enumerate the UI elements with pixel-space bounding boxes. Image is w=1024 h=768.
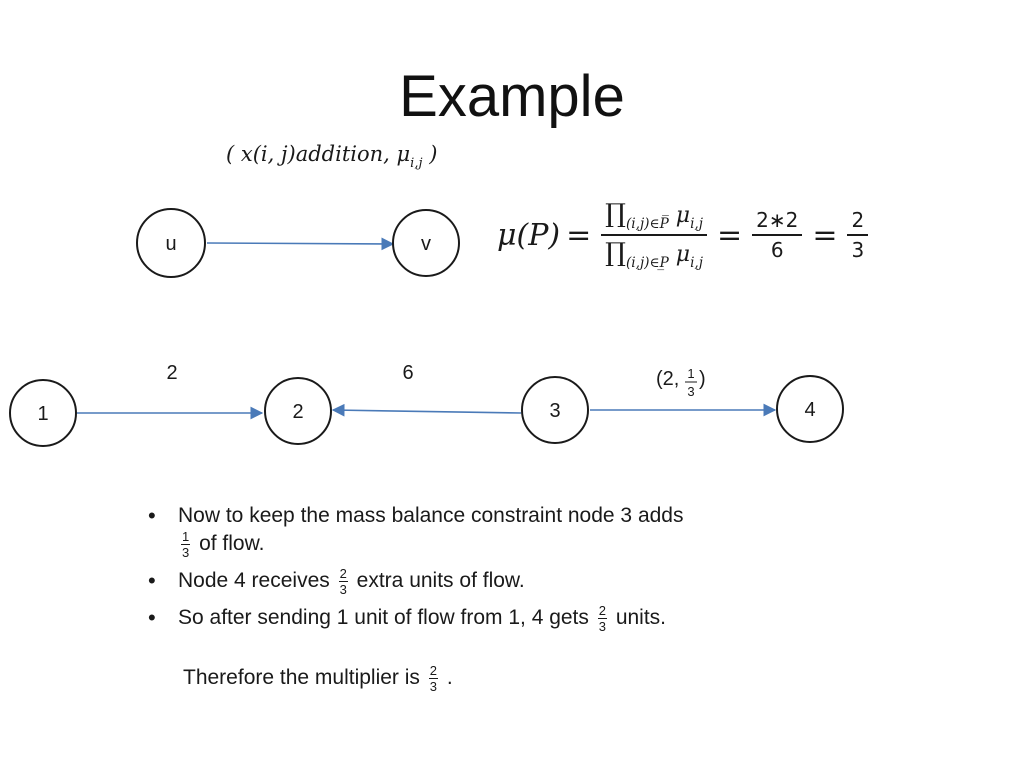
numerator-mu-subscript: i,j bbox=[690, 216, 703, 232]
numeric-denominator: 6 bbox=[770, 238, 784, 262]
product-symbol-numerator: ∏ bbox=[605, 198, 626, 229]
denominator-index: (i,j)∈P̲ bbox=[625, 255, 669, 272]
result-denominator: 3 bbox=[851, 238, 865, 262]
fraction-denominator: 3 bbox=[339, 582, 347, 597]
node-3-circle bbox=[521, 376, 589, 444]
edge-3-4-label-suffix: ) bbox=[699, 368, 706, 390]
formula-denominator: ∏(i,j)∈P̲ μi,j bbox=[601, 236, 707, 271]
node-4-circle bbox=[776, 375, 844, 443]
explanation-bullets: Now to keep the mass balance constraint … bbox=[148, 502, 788, 641]
bullet-text-after: of flow. bbox=[199, 532, 265, 556]
bullet-text-before: So after sending 1 unit of flow from 1, … bbox=[178, 606, 589, 630]
edge-3-2-arrow bbox=[331, 403, 522, 417]
legend-mu: μ bbox=[396, 142, 411, 166]
bullet-text-before: Node 4 receives bbox=[178, 569, 330, 593]
node-3-label: 3 bbox=[549, 400, 560, 422]
numerator-mu: μ bbox=[675, 202, 691, 228]
conclusion-text-after: . bbox=[446, 666, 453, 690]
formula-numerator: ∏(i,j)∈P̅ μi,j bbox=[601, 199, 707, 236]
bullet-text-after: extra units of flow. bbox=[356, 569, 525, 593]
node-4-label: 4 bbox=[804, 399, 815, 421]
node-1-circle bbox=[9, 379, 77, 447]
bullet-item: Node 4 receives 23 extra units of flow. bbox=[148, 567, 788, 596]
bullet-item: Now to keep the mass balance constraint … bbox=[148, 502, 788, 559]
node-u-circle bbox=[136, 208, 206, 278]
formula-result-fraction: 2 3 bbox=[847, 208, 869, 262]
edge-1-2-label: 2 bbox=[166, 362, 177, 384]
path-multiplier-formula: μ(P) = ∏(i,j)∈P̅ μi,j ∏(i,j)∈P̲ μi,j = 2… bbox=[497, 190, 872, 280]
node-1-label: 1 bbox=[37, 403, 48, 425]
formula-equals-2: = bbox=[716, 217, 743, 253]
fraction-numerator: 2 bbox=[597, 603, 607, 619]
edge-3-4-label: (2, 1 3 ) bbox=[656, 366, 706, 399]
node-1: 1 bbox=[9, 379, 77, 447]
legend-flow-expression: x(i, j)addition, bbox=[240, 142, 390, 166]
product-symbol-denominator: ∏ bbox=[605, 238, 626, 268]
fraction-numerator: 1 bbox=[181, 529, 191, 545]
denominator-mu: μ bbox=[675, 242, 691, 267]
legend-open-paren: ( bbox=[226, 142, 235, 166]
fraction-numerator: 2 bbox=[428, 663, 439, 679]
edge-3-2-label: 6 bbox=[402, 362, 413, 384]
edge-label-legend: ( x(i, j)addition, μi,j ) bbox=[226, 142, 437, 171]
conclusion-text-before: Therefore the multiplier is bbox=[183, 666, 420, 690]
bullet-text-before: Now to keep the mass balance constraint … bbox=[178, 504, 684, 527]
formula-lhs: μ(P) bbox=[497, 217, 561, 253]
edge-3-4-label-denominator: 3 bbox=[687, 384, 694, 399]
formula-numeric-fraction: 2∗2 6 bbox=[752, 208, 803, 262]
fraction-denominator: 3 bbox=[598, 619, 606, 634]
fraction-denominator: 3 bbox=[429, 679, 438, 694]
formula-equals-1: = bbox=[566, 217, 592, 253]
formula-product-fraction: ∏(i,j)∈P̅ μi,j ∏(i,j)∈P̲ μi,j bbox=[601, 199, 707, 271]
fraction-denominator: 3 bbox=[182, 545, 190, 560]
node-u-label: u bbox=[165, 233, 176, 255]
denominator-mu-subscript: i,j bbox=[690, 255, 703, 272]
formula-equals-3: = bbox=[812, 217, 838, 253]
node-2: 2 bbox=[264, 377, 332, 445]
fraction-numerator: 2 bbox=[338, 566, 348, 582]
node-2-circle bbox=[264, 377, 332, 445]
legend-close-paren: ) bbox=[429, 142, 438, 166]
node-v-label: v bbox=[421, 233, 431, 255]
numeric-numerator: 2∗2 bbox=[752, 208, 803, 236]
bullet-item: So after sending 1 unit of flow from 1, … bbox=[148, 604, 788, 633]
node-3: 3 bbox=[521, 376, 589, 444]
node-4: 4 bbox=[776, 375, 844, 443]
numerator-index: (i,j)∈P̅ bbox=[625, 216, 669, 232]
node-v: v bbox=[392, 209, 460, 277]
edge-u-v-arrow bbox=[206, 237, 395, 251]
node-2-label: 2 bbox=[292, 401, 303, 423]
node-u: u bbox=[136, 208, 206, 278]
edge-3-4-label-numerator: 1 bbox=[687, 366, 694, 381]
bullet-text-after: units. bbox=[615, 606, 667, 630]
node-v-circle bbox=[392, 209, 460, 277]
edge-3-4-label-prefix: (2, bbox=[656, 368, 679, 390]
slide-title: Example bbox=[399, 64, 625, 129]
result-numerator: 2 bbox=[847, 208, 869, 236]
legend-mu-subscript: i,j bbox=[410, 155, 423, 171]
